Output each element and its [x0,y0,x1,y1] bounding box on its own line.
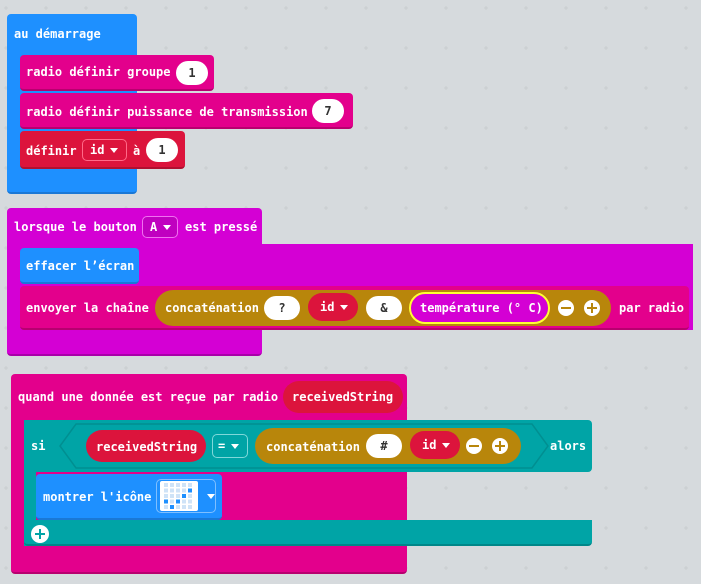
minus-icon[interactable] [558,300,574,316]
chevron-down-icon [442,442,451,448]
button-name: A [150,220,158,234]
string-input-ampersand[interactable]: & [366,296,402,320]
variable-id-reporter-2[interactable]: id [410,431,460,459]
string-input-question[interactable]: ? [264,296,300,320]
plus-icon[interactable] [584,300,600,316]
radio-set-power-label: radio définir puissance de transmission [26,105,308,119]
then-label: alors [550,439,587,453]
variable-name: id [320,300,335,314]
variable-name: id [90,143,105,157]
on-button-prefix: lorsque le bouton [14,220,137,234]
set-variable-label: définir [26,144,77,158]
radio-set-group-label: radio définir groupe [26,65,171,79]
string-input-hash[interactable]: # [366,434,402,458]
string-value: & [380,301,388,315]
chevron-down-icon [163,224,172,230]
power-value-input[interactable]: 7 [312,99,344,123]
join-label-2: concaténation [266,440,360,454]
chevron-down-icon [340,304,349,310]
if-block-footer [24,520,592,546]
chevron-down-icon [231,443,240,449]
on-button-suffix: est pressé [185,220,258,234]
variable-id-reporter[interactable]: id [308,293,358,321]
led-matrix-icon [160,481,198,511]
radio-set-power-block[interactable] [20,93,353,129]
set-value-input[interactable]: 1 [146,138,178,162]
on-start-label: au démarrage [14,27,101,41]
operator-value: = [218,439,226,453]
set-to-label: à [133,144,141,158]
temperature-label: température (° C) [420,301,543,315]
received-string-reporter[interactable] [86,430,206,462]
variable-name: id [422,438,437,452]
variable-dropdown-id[interactable]: id [82,139,127,161]
on-received-label: quand une donnée est reçue par radio [18,390,279,404]
received-string-param[interactable] [283,381,403,413]
send-suffix-label: par radio [619,301,685,315]
chevron-down-icon [110,147,119,153]
temperature-reporter[interactable] [409,292,550,324]
compare-operator-dropdown[interactable]: = [212,434,248,458]
string-value: ? [278,301,286,315]
plus-icon[interactable] [492,438,508,454]
string-value: # [380,439,388,453]
chevron-down-icon [207,494,215,499]
if-label: si [31,439,46,453]
if-block-spine [24,420,36,546]
button-dropdown[interactable]: A [142,216,178,238]
clear-screen-label: effacer l’écran [26,259,135,273]
send-string-label: envoyer la chaîne [26,301,149,315]
received-string-reporter-label: receivedString [96,440,198,454]
minus-icon[interactable] [466,438,482,454]
radio-set-group-block[interactable] [20,55,214,91]
join-label: concaténation [165,301,259,315]
received-string-param-label: receivedString [292,390,394,404]
group-value-input[interactable]: 1 [176,61,208,85]
clear-screen-block[interactable] [20,248,139,284]
plus-icon-vertical [39,529,41,539]
show-icon-label: montrer l'icône [43,490,152,504]
